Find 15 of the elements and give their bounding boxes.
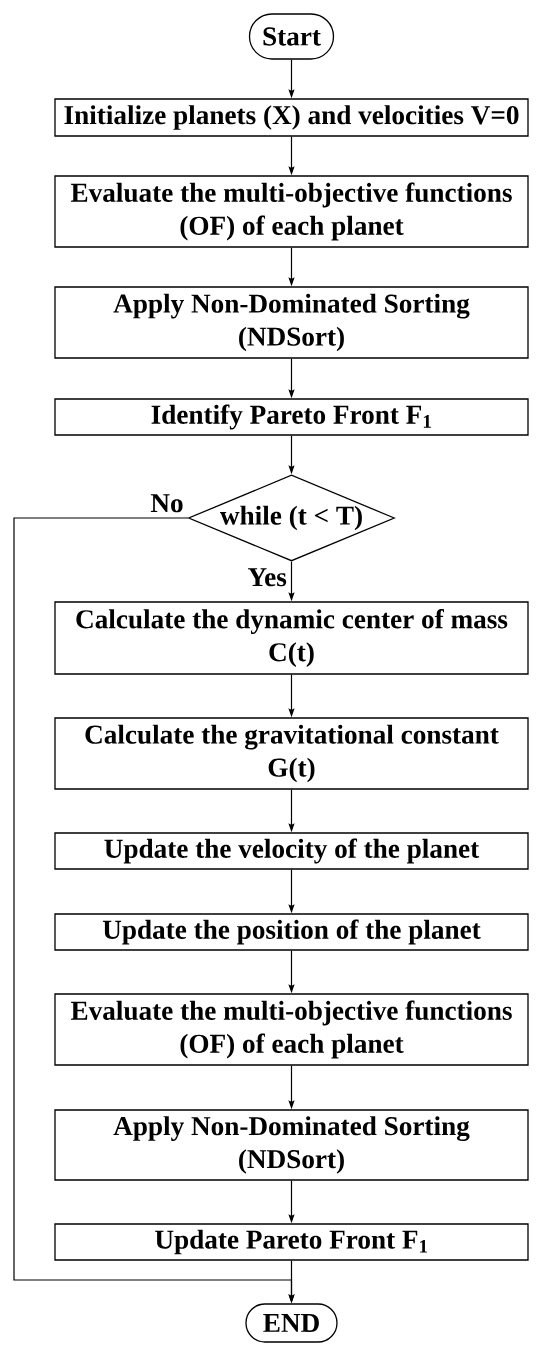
terminal-box: Start: [248, 13, 335, 60]
process-box: Calculate the dynamic center of mass C(t): [54, 601, 529, 675]
process-box: Evaluate the multi-objective functions (OF) of each planet: [54, 993, 529, 1066]
terminal-box: END: [245, 1303, 338, 1343]
process-box: Identify Pareto Front F$_{1}$: [54, 398, 529, 436]
process-box: Apply Non-Dominated Sorting (NDSort): [54, 286, 529, 359]
edge-label: Yes: [247, 567, 288, 587]
process-box: Update Pareto Front F$_{1}$: [54, 1223, 529, 1261]
edge-label: No: [149, 493, 185, 513]
process-box: Update the velocity of the planet: [54, 832, 529, 870]
process-box: Calculate the gravitational constant G(t): [54, 717, 529, 790]
process-box: Apply Non-Dominated Sorting (NDSort): [54, 1109, 529, 1181]
process-box: Update the position of the planet: [54, 913, 529, 951]
process-box: Initialize planets (X) and velocities V=0: [54, 98, 529, 137]
process-box: Evaluate the multi-objective functions (OF) of each planet: [54, 175, 529, 248]
